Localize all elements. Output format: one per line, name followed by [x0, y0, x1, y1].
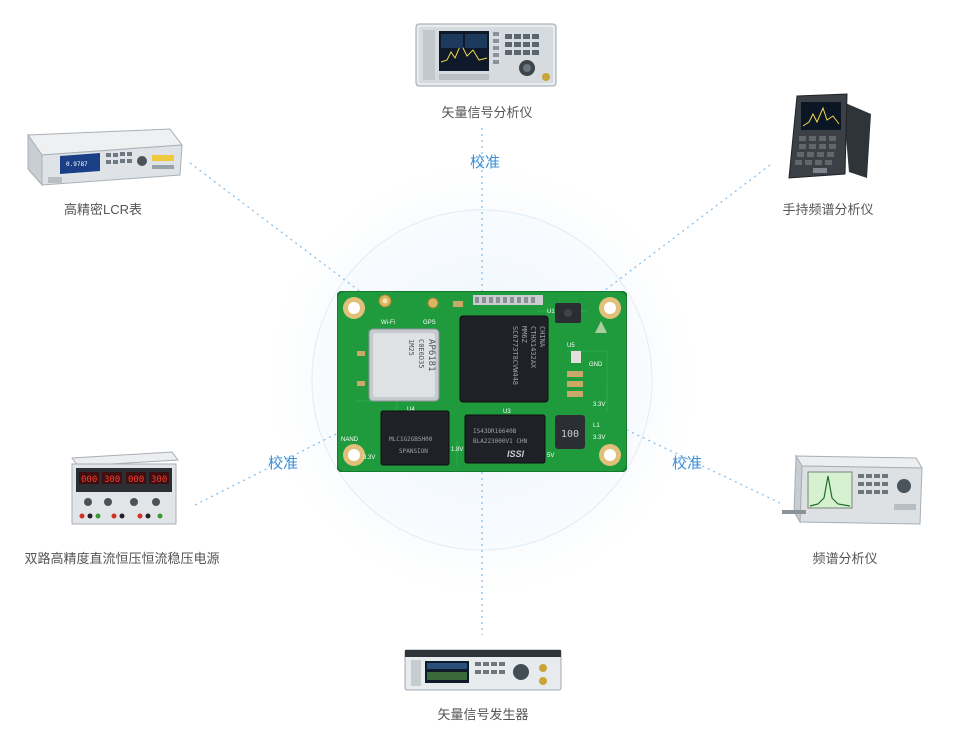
- calibration-label-top: 校准: [470, 154, 501, 171]
- lcr-meter-image: 0.9787: [27, 128, 183, 187]
- ram-chip-sub: BLA223000V1 CHN: [473, 438, 528, 445]
- core-board-image: Wi-Fi GPS AP6181 C0E6D35 1M25 U4 SC6773T…: [337, 291, 627, 472]
- spectrum-analyzer-label: 频谱分析仪: [812, 551, 878, 566]
- gnd-silk-label: GND: [589, 362, 603, 368]
- inductor-value: 100: [561, 429, 579, 440]
- vector-signal-generator-label: 矢量信号发生器: [437, 707, 529, 722]
- line-bottom-right: [626, 429, 781, 504]
- calibration-label-right: 校准: [672, 455, 703, 472]
- nand-silk-label: NAND: [341, 437, 359, 443]
- soc-origin: CHINA: [538, 326, 546, 348]
- calibration-label-left: 校准: [268, 455, 299, 472]
- v5-silk-label: 5V: [547, 453, 554, 459]
- svg-text:0.9787: 0.9787: [66, 161, 88, 168]
- u1-silk-label: U1: [547, 309, 555, 315]
- l1-silk-label: L1: [593, 423, 600, 429]
- handheld-spectrum-analyzer-image: [788, 93, 871, 179]
- nand-chip: [380, 410, 450, 466]
- handheld-spectrum-analyzer-label: 手持频谱分析仪: [782, 202, 874, 217]
- ram-chip: [464, 414, 546, 464]
- nand-chip-sub: SPANSION: [399, 448, 428, 455]
- inductor: [555, 415, 585, 449]
- v18-silk-label: 1.8V: [451, 447, 463, 453]
- vector-signal-generator-image: [404, 649, 562, 691]
- vector-signal-analyzer-image: [415, 23, 557, 87]
- lcr-meter-label: 高精密LCR表: [63, 202, 142, 217]
- gps-silk-label: GPS: [423, 320, 436, 326]
- u4-silk-label: U4: [407, 407, 415, 413]
- wifi-silk-label: Wi-Fi: [381, 320, 395, 326]
- rf-module-sub: C0E6D35: [417, 339, 425, 369]
- rf-module-text: AP6181: [426, 339, 436, 372]
- dc-power-supply-image: 000 300 000 300: [71, 451, 179, 525]
- soc-sub: MM6Z: [520, 326, 528, 343]
- ram-chip-brand: ISSI: [507, 449, 525, 459]
- v33-silk-label-a: 3.3V: [593, 402, 605, 408]
- spectrum-analyzer-image: [782, 454, 923, 525]
- gps-antenna-connector: [427, 297, 439, 309]
- mounting-holes: [343, 297, 621, 466]
- rf-module-code: 1M25: [407, 339, 415, 356]
- u5-silk-label: U5: [567, 343, 575, 349]
- ram-chip-text: IS43DR16640B: [473, 428, 517, 435]
- u3-silk-label: U3: [503, 409, 511, 415]
- svg-text:300: 300: [151, 475, 167, 485]
- v33-silk-label-b: 3.3V: [593, 435, 605, 441]
- svg-text:000: 000: [128, 475, 144, 485]
- nand-chip-text: MLC1G2GBSH00: [389, 436, 433, 443]
- dc-power-supply-label: 双路高精度直流恒压恒流稳压电源: [24, 551, 220, 566]
- vector-signal-analyzer-label: 矢量信号分析仪: [441, 105, 533, 120]
- v33-silk-label-c: 3.3V: [363, 455, 375, 461]
- soc-code: CTHX1432AX: [529, 326, 537, 369]
- svg-text:300: 300: [104, 475, 120, 485]
- svg-text:000: 000: [81, 475, 97, 485]
- soc-chip: [459, 315, 549, 403]
- soc-text: SC6773T8CVW448: [511, 326, 519, 385]
